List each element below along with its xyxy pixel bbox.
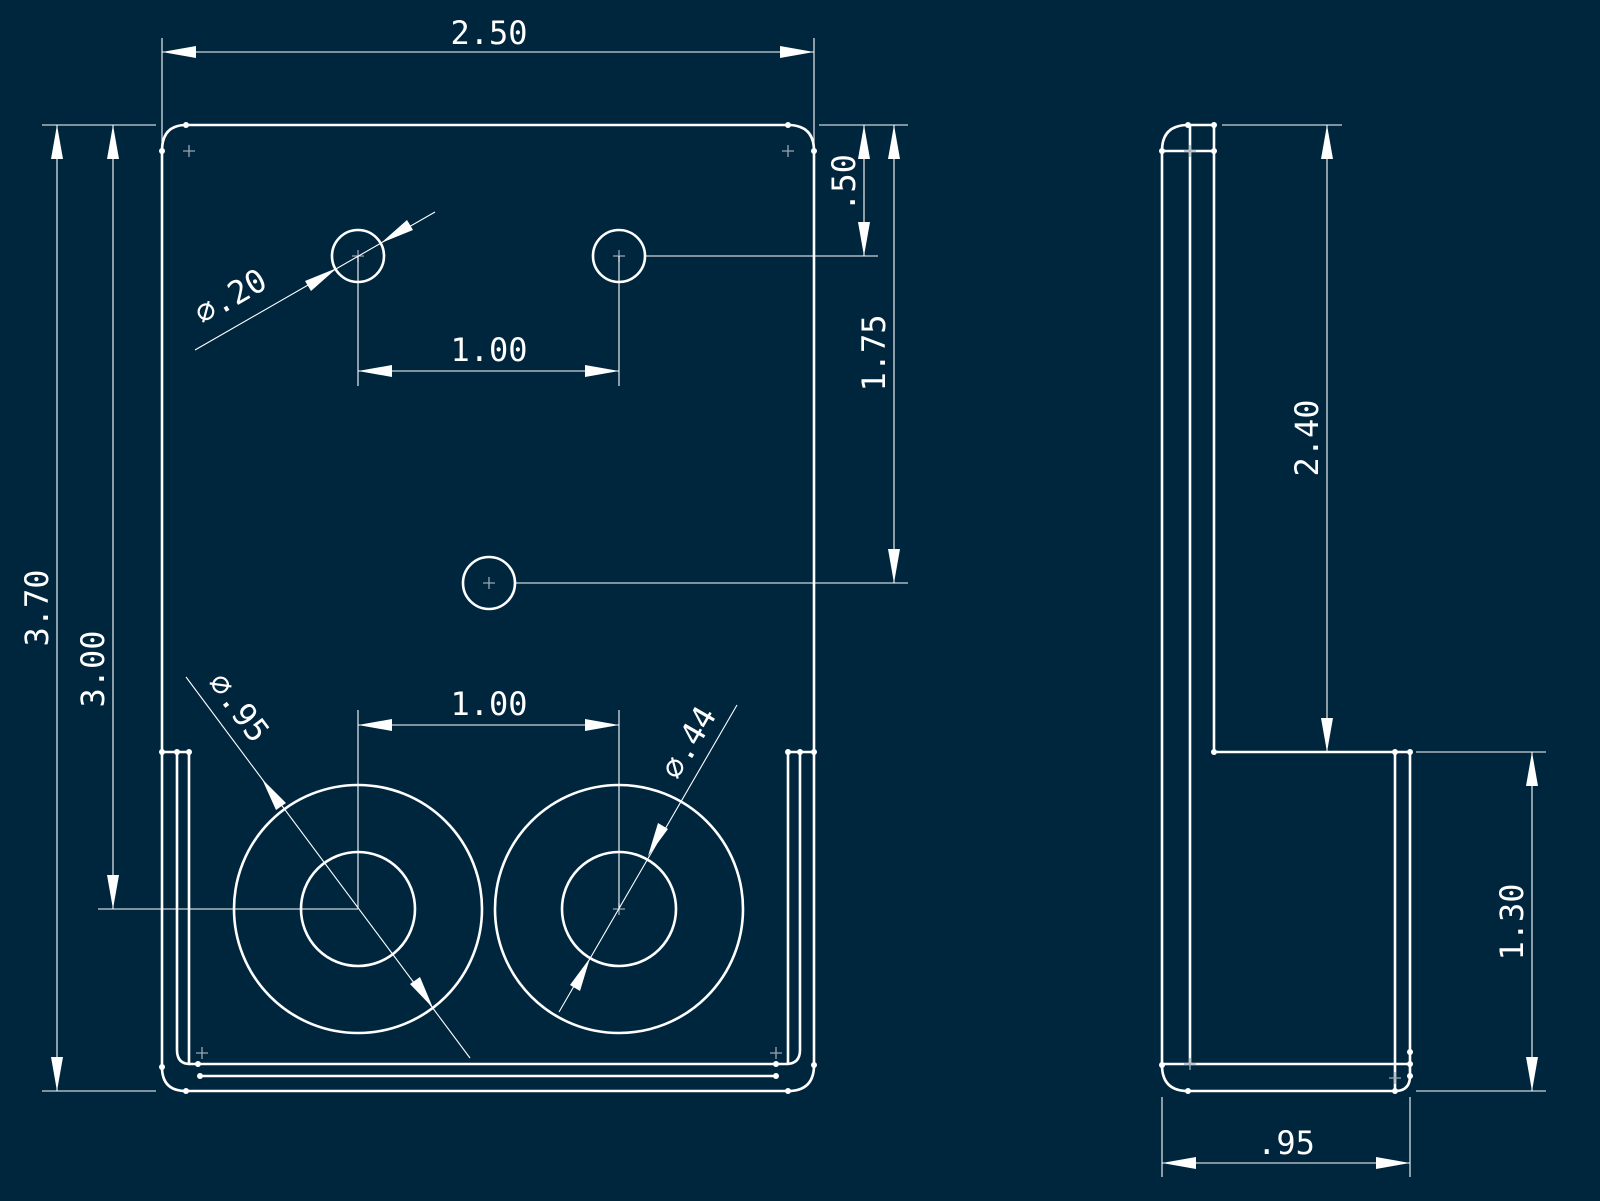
dim-bottom-hole-spacing: 1.00 — [450, 685, 527, 723]
dim-small-hole-diameter: ⌀.20 — [188, 261, 274, 332]
front-vertices — [159, 122, 817, 1094]
side-outline — [1160, 123, 1412, 1093]
dim-side-upper-height: 2.40 — [1288, 399, 1326, 476]
dim-large-ring-diameter: ⌀.95 — [200, 665, 277, 749]
side-center-marks — [1184, 145, 1401, 1084]
dim-top-hole-offset: .50 — [825, 154, 863, 212]
dim-overall-width: 2.50 — [450, 14, 527, 52]
left-flange-inner-line — [175, 750, 200, 1066]
dim-overall-height: 3.70 — [18, 569, 56, 646]
dim-top-hole-spacing: 1.00 — [450, 331, 527, 369]
side-dimensions — [1161, 124, 1546, 1177]
right-flange-inner-line — [774, 750, 802, 1066]
side-view — [1159, 122, 1413, 1094]
dim-inner-ring-diameter: ⌀.44 — [653, 700, 724, 786]
dim-hole-row-offset: 3.00 — [74, 630, 112, 707]
side-vertices — [1159, 122, 1413, 1094]
dim-hole-spacing-vertical: 1.75 — [855, 314, 893, 391]
front-center-marks — [183, 145, 794, 1059]
dim-side-depth: .95 — [1257, 1124, 1315, 1162]
dim-side-lower-height: 1.30 — [1493, 883, 1531, 960]
front-dimensions — [42, 38, 908, 1092]
